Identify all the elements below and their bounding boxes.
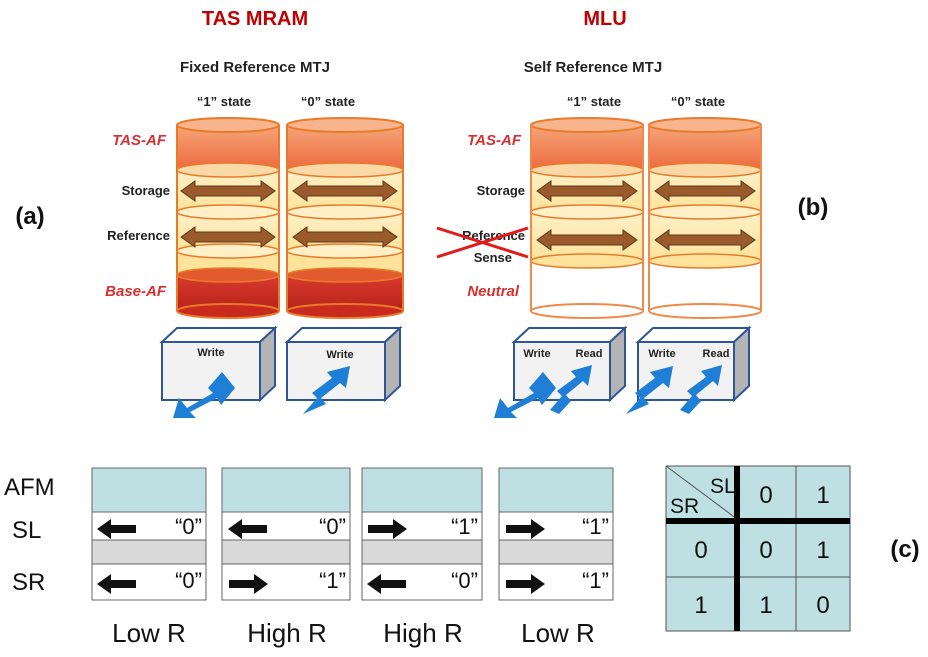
panel-a: TAS MRAM Fixed Reference MTJ “1” state “… (15, 8, 404, 418)
panel-a-label-reference: Reference (107, 228, 170, 243)
panel-b-state-label-1: “1” state (567, 94, 621, 109)
resistance-label: High R (383, 618, 462, 648)
panel-a-subtitle: Fixed Reference MTJ (180, 59, 330, 76)
truth-table-cell: 1 (759, 592, 772, 619)
storage-arrow-right (654, 180, 756, 202)
arrow-right-icon (368, 519, 407, 539)
truth-table-corner-bottom: SR (670, 495, 699, 518)
logic-state-cell: “0” “0” Low R (91, 467, 207, 648)
storage-arrow-left (536, 180, 638, 202)
truth-table-cell: 1 (816, 537, 829, 564)
panel-a-state-label-1: “1” state (197, 94, 251, 109)
sl-value: “1” (451, 514, 478, 539)
panel-b-label-storage: Storage (477, 183, 525, 198)
sr-value: “0” (451, 568, 478, 593)
panel-a-write-box-1: Write (159, 325, 278, 418)
panel-b-write-read-box-0: Write Read (626, 325, 752, 414)
row-label-afm: AFM (4, 474, 55, 501)
sr-value: “1” (319, 568, 346, 593)
sense-arrow-left (654, 229, 756, 251)
logic-state-cell: “0” “1” High R (221, 467, 351, 648)
arrow-right-icon (506, 574, 545, 594)
panel-b-title: MLU (583, 8, 626, 30)
panel-b-letter: (b) (798, 194, 829, 221)
truth-table-cell: 0 (816, 592, 829, 619)
read-label: Read (703, 348, 730, 360)
write-label: Write (326, 349, 353, 361)
truth-table: SL SR 0 1 0 1 0 1 1 0 (c) (665, 465, 920, 632)
write-current-arrow-down (494, 372, 556, 418)
reference-crossed-out-icon (436, 226, 529, 259)
logic-state-cells: AFM SL SR “0” “0” Low R “0” “1” High R (4, 467, 614, 648)
row-label-sr: SR (12, 569, 45, 596)
resistance-label: Low R (521, 618, 595, 648)
panel-b: MLU Self Reference MTJ “1” state “0” sta… (436, 8, 829, 418)
arrow-left-icon (367, 574, 406, 594)
read-current-arrow (550, 365, 592, 414)
logic-state-cell: “1” “0” High R (361, 467, 483, 648)
panel-a-label-tas-af: TAS-AF (112, 132, 167, 149)
panel-b-write-read-box-1: Write Read (494, 325, 628, 418)
sense-arrow-left (536, 229, 638, 251)
sl-value: “0” (319, 514, 346, 539)
read-current-arrow (680, 365, 722, 414)
panel-a-write-box-0: Write (284, 325, 403, 414)
write-label: Write (197, 347, 224, 359)
truth-table-row-header-0: 0 (694, 537, 707, 564)
panel-a-label-storage: Storage (122, 183, 170, 198)
sl-value: “1” (582, 514, 609, 539)
reference-arrow-left (180, 226, 276, 248)
storage-arrow-left (180, 180, 276, 202)
panel-b-label-reference: Reference (462, 228, 525, 243)
write-label: Write (648, 348, 675, 360)
truth-table-row-header-1: 1 (694, 592, 707, 619)
panel-a-label-base-af: Base-AF (105, 283, 167, 300)
panel-b-label-neutral: Neutral (467, 283, 520, 300)
arrow-left-icon (97, 519, 136, 539)
write-label: Write (523, 348, 550, 360)
resistance-label: Low R (112, 618, 186, 648)
write-current-arrow-up (626, 366, 673, 414)
storage-arrow-right (292, 180, 398, 202)
read-label: Read (576, 348, 603, 360)
arrow-right-icon (506, 519, 545, 539)
arrow-left-icon (228, 519, 267, 539)
resistance-label: High R (247, 618, 326, 648)
logic-state-cell: “1” “1” Low R (498, 467, 614, 648)
panel-a-letter: (a) (15, 203, 44, 230)
panel-b-label-sense: Sense (474, 250, 512, 265)
reference-arrow-left (292, 226, 398, 248)
write-current-arrow-up (303, 366, 350, 414)
panel-b-subtitle: Self Reference MTJ (524, 59, 662, 76)
truth-table-col-header-0: 0 (759, 482, 772, 509)
sl-value: “0” (175, 514, 202, 539)
panel-b-pillar-state-0 (648, 117, 762, 319)
sr-value: “0” (175, 568, 202, 593)
panel-b-state-label-0: “0” state (671, 94, 725, 109)
truth-table-cell: 0 (759, 537, 772, 564)
write-current-arrow-down (173, 372, 235, 418)
panel-a-title: TAS MRAM (202, 8, 308, 30)
panel-b-label-tas-af: TAS-AF (467, 132, 522, 149)
panel-c-letter: (c) (890, 536, 919, 563)
sr-value: “1” (582, 568, 609, 593)
arrow-right-icon (229, 574, 268, 594)
arrow-left-icon (97, 574, 136, 594)
panel-a-state-label-0: “0” state (301, 94, 355, 109)
row-label-sl: SL (12, 517, 41, 544)
truth-table-corner-top: SL (710, 475, 736, 498)
panel-b-pillar-state-1 (530, 117, 644, 319)
panel-a-pillar-state-1 (176, 117, 280, 319)
panel-a-pillar-state-0 (286, 117, 404, 319)
truth-table-col-header-1: 1 (816, 482, 829, 509)
